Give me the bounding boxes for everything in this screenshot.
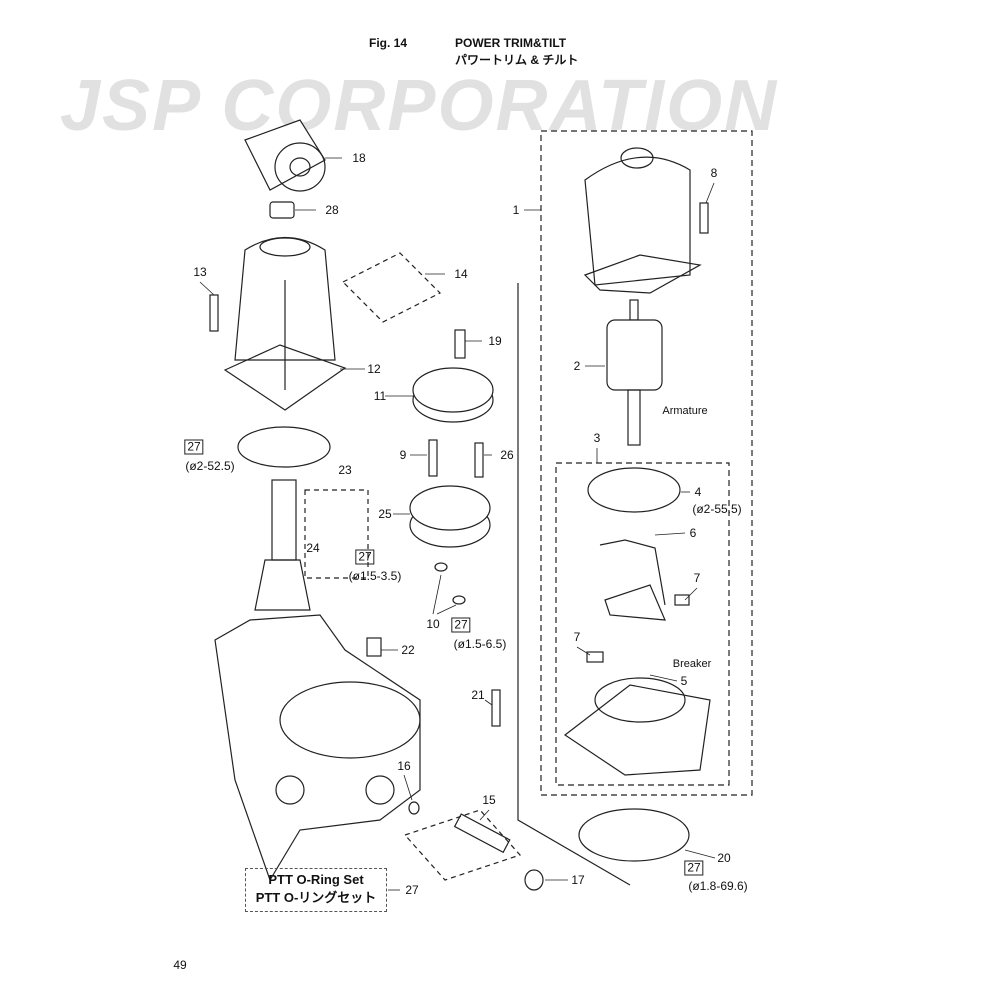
oring-52-5 bbox=[237, 426, 331, 468]
part-12-cylinder bbox=[223, 236, 347, 411]
callout-25: 25 bbox=[378, 507, 392, 521]
valve-15-outline bbox=[403, 809, 522, 881]
callout-5: 5 bbox=[680, 674, 688, 688]
part-25-pump-body bbox=[409, 485, 491, 548]
part-7-spring-b bbox=[586, 651, 604, 663]
callout-10: 10 bbox=[426, 617, 440, 631]
part-10-oring-b bbox=[452, 595, 466, 605]
oring-set-label-en: PTT O-Ring Set bbox=[268, 872, 364, 887]
motor-assembly-outline bbox=[540, 130, 753, 796]
part-21-bolt bbox=[491, 689, 501, 727]
part-5-breaker-plate bbox=[604, 584, 666, 621]
part-7-spring-a bbox=[674, 594, 690, 606]
callout-18: 18 bbox=[352, 151, 366, 165]
armature-label: Armature bbox=[662, 405, 708, 417]
callout-15: 15 bbox=[482, 793, 496, 807]
part-19-pin bbox=[454, 329, 466, 359]
part-2-armature bbox=[606, 299, 663, 446]
motor-base bbox=[563, 677, 711, 776]
callout-28: 28 bbox=[325, 203, 339, 217]
part-10-oring-a bbox=[434, 562, 448, 572]
callout-14: 14 bbox=[454, 267, 468, 281]
callout-16: 16 bbox=[397, 759, 411, 773]
part-13-bolt bbox=[209, 294, 219, 332]
callout-3: 3 bbox=[593, 431, 601, 445]
callout-7a: 7 bbox=[693, 571, 701, 585]
callout-23: 23 bbox=[338, 463, 352, 477]
part-20-oring bbox=[578, 808, 690, 862]
breaker-label: Breaker bbox=[672, 658, 712, 670]
valve-23-outline bbox=[304, 489, 369, 579]
assembly-guide-line bbox=[517, 283, 631, 886]
callout-12: 12 bbox=[367, 362, 381, 376]
part-11-pump-cover bbox=[412, 367, 494, 423]
callout-9: 9 bbox=[399, 448, 407, 462]
part-26-bolt bbox=[474, 442, 484, 478]
callout-7b: 7 bbox=[573, 630, 581, 644]
tilt-cylinder-body bbox=[214, 479, 421, 882]
part-18-cap bbox=[244, 119, 326, 192]
callout-17: 17 bbox=[571, 873, 585, 887]
part-4-oring bbox=[587, 467, 681, 513]
breaker-assembly-outline bbox=[555, 462, 730, 786]
oring-ref-size: (ø1.5-6.5) bbox=[453, 637, 507, 651]
part-8-screw bbox=[699, 202, 709, 234]
oring-ref-num: 27 bbox=[355, 549, 375, 565]
oring-ref-size: (ø1.8-69.6) bbox=[688, 879, 748, 893]
oring-ref-num: 27 bbox=[451, 617, 471, 633]
figure-number: Fig. 14 bbox=[369, 36, 408, 50]
callout-11: 11 bbox=[373, 389, 387, 403]
figure-title-jp: パワートリム & チルト bbox=[455, 53, 579, 67]
part-1-motor bbox=[583, 147, 702, 294]
valve-group-outline bbox=[341, 252, 442, 323]
callout-20: 20 bbox=[717, 851, 731, 865]
part-15-valve bbox=[453, 813, 511, 854]
callout-24: 24 bbox=[306, 541, 320, 555]
callout-1: 1 bbox=[512, 203, 520, 217]
part-9-bolt bbox=[428, 439, 438, 477]
oring-ref-size: (ø1.5-3.5) bbox=[348, 569, 402, 583]
callout-27-kit: 27 bbox=[405, 883, 419, 897]
callout-19: 19 bbox=[488, 334, 502, 348]
page-number: 49 bbox=[173, 958, 187, 972]
callout-13: 13 bbox=[193, 265, 207, 279]
part-16-oring bbox=[408, 801, 420, 815]
figure-title: POWER TRIM&TILT bbox=[455, 36, 567, 50]
oring-ref-size: (ø2-52.5) bbox=[185, 459, 235, 473]
callout-22: 22 bbox=[401, 643, 415, 657]
part-6-brush bbox=[599, 539, 666, 606]
callout-26: 26 bbox=[500, 448, 514, 462]
oring-ref-num: 27 bbox=[684, 860, 704, 876]
callout-8: 8 bbox=[710, 166, 718, 180]
callout-4: 4 bbox=[694, 485, 702, 499]
part-28-nut bbox=[269, 201, 295, 219]
callout-2: 2 bbox=[573, 359, 581, 373]
leader-lines bbox=[199, 157, 716, 891]
part-4-size: (ø2-55.5) bbox=[692, 502, 742, 516]
oring-set-box: PTT O-Ring Set PTT O-リングセット bbox=[245, 868, 387, 912]
watermark: JSP CORPORATION bbox=[60, 66, 779, 146]
callout-6: 6 bbox=[689, 526, 697, 540]
oring-ref-num: 27 bbox=[184, 439, 204, 455]
oring-set-label-jp: PTT O-リングセット bbox=[255, 890, 377, 905]
callout-21: 21 bbox=[471, 688, 485, 702]
part-22-plug bbox=[366, 637, 382, 657]
part-17-circlip bbox=[524, 869, 544, 891]
